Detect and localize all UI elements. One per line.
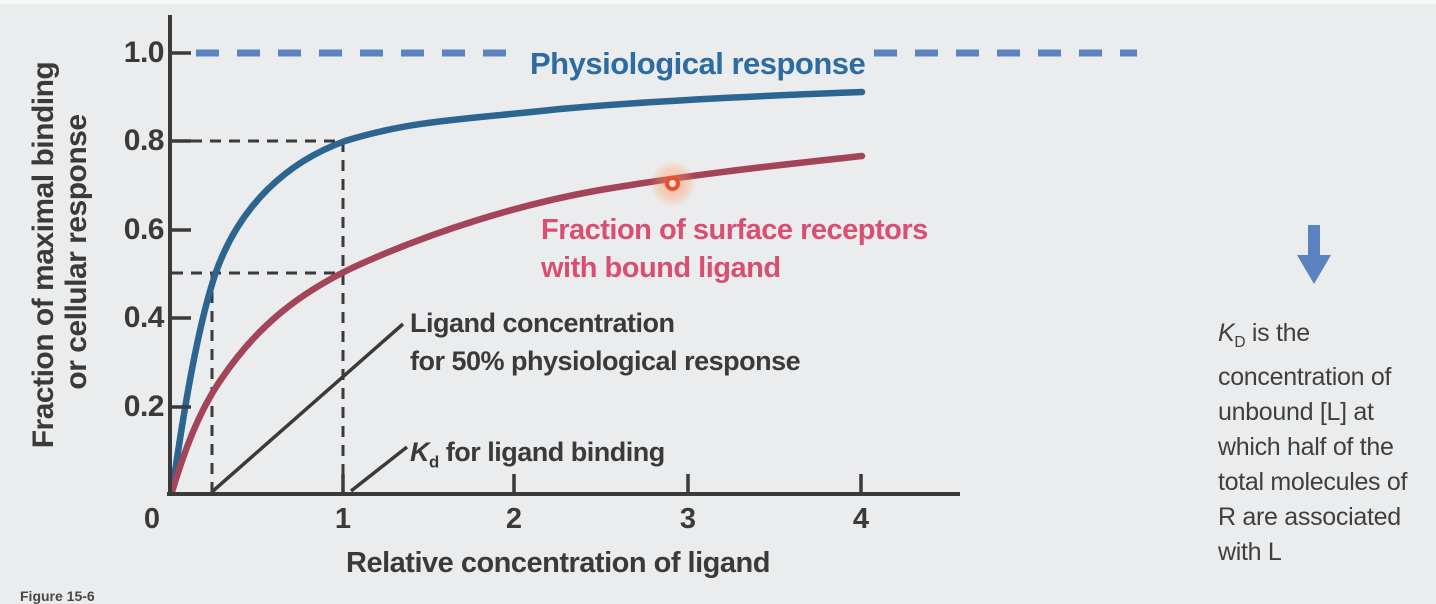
kd-note-first-rest: is the <box>1245 319 1310 347</box>
x-tick-label-3: 3 <box>679 503 697 535</box>
kd-definition-line6: R are associated <box>1218 503 1401 531</box>
label-kd-binding: Kd for ligand binding <box>410 433 665 481</box>
x-axis-ticks <box>341 474 863 492</box>
label-ligand-concentration-line1: Ligand concentration <box>410 308 675 338</box>
kd-rest: for ligand binding <box>438 437 665 467</box>
kd-definition-note: KD is the concentration of unbound [L] a… <box>1218 316 1436 570</box>
kd-definition-line3: unbound [L] at <box>1218 398 1374 426</box>
x-tick-label-1: 1 <box>334 503 352 535</box>
y-tick-label-1.0: 1.0 <box>123 36 165 69</box>
leader-line-ligand-concentration <box>211 322 405 493</box>
kd-note-symbol: K <box>1218 319 1235 347</box>
y-tick-label-0.8: 0.8 <box>123 124 165 157</box>
laser-pointer-dot <box>665 176 680 191</box>
x-tick-label-2: 2 <box>505 503 523 535</box>
label-bound-ligand: Fraction of surface receptors with bound… <box>541 211 928 287</box>
kd-definition-line4: which half of the <box>1218 433 1394 461</box>
label-bound-ligand-line1: Fraction of surface receptors <box>541 214 928 246</box>
kd-definition-line2: concentration of <box>1218 363 1392 391</box>
kd-subscript: d <box>429 452 439 472</box>
leader-line-kd <box>349 445 409 493</box>
kd-definition-line5: total molecules of <box>1218 468 1408 496</box>
kd-note-subscript: D <box>1234 334 1246 351</box>
y-tick-label-0.4: 0.4 <box>123 301 165 334</box>
x-axis-title: Relative concentration of ligand <box>346 547 770 579</box>
kd-symbol: K <box>410 437 430 467</box>
y-tick-label-0.2: 0.2 <box>123 390 165 423</box>
x-tick-label-0: 0 <box>143 503 161 535</box>
y-tick-label-0.6: 0.6 <box>123 213 165 246</box>
curve-bound-ligand <box>168 152 866 496</box>
label-ligand-concentration: Ligand concentration for 50% physiologic… <box>410 304 801 380</box>
down-arrow-icon <box>1297 225 1331 284</box>
y-axis-title-line1: Fraction of maximal binding <box>27 61 60 449</box>
label-bound-ligand-line2: with bound ligand <box>541 252 781 284</box>
y-axis-ticks <box>170 51 191 409</box>
curve-physiological-response <box>168 88 866 496</box>
label-ligand-concentration-line2: for 50% physiological response <box>410 346 801 376</box>
x-tick-label-4: 4 <box>852 503 870 535</box>
kd-definition-line1: KD is the <box>1218 316 1436 360</box>
slide-top-edge <box>0 0 1436 4</box>
figure-caption: Figure 15-6 <box>20 588 95 604</box>
y-axis-title-line2: or cellular response <box>60 114 93 390</box>
kd-definition-line7: with L <box>1218 538 1282 566</box>
label-physiological-response: Physiological response <box>530 46 866 81</box>
